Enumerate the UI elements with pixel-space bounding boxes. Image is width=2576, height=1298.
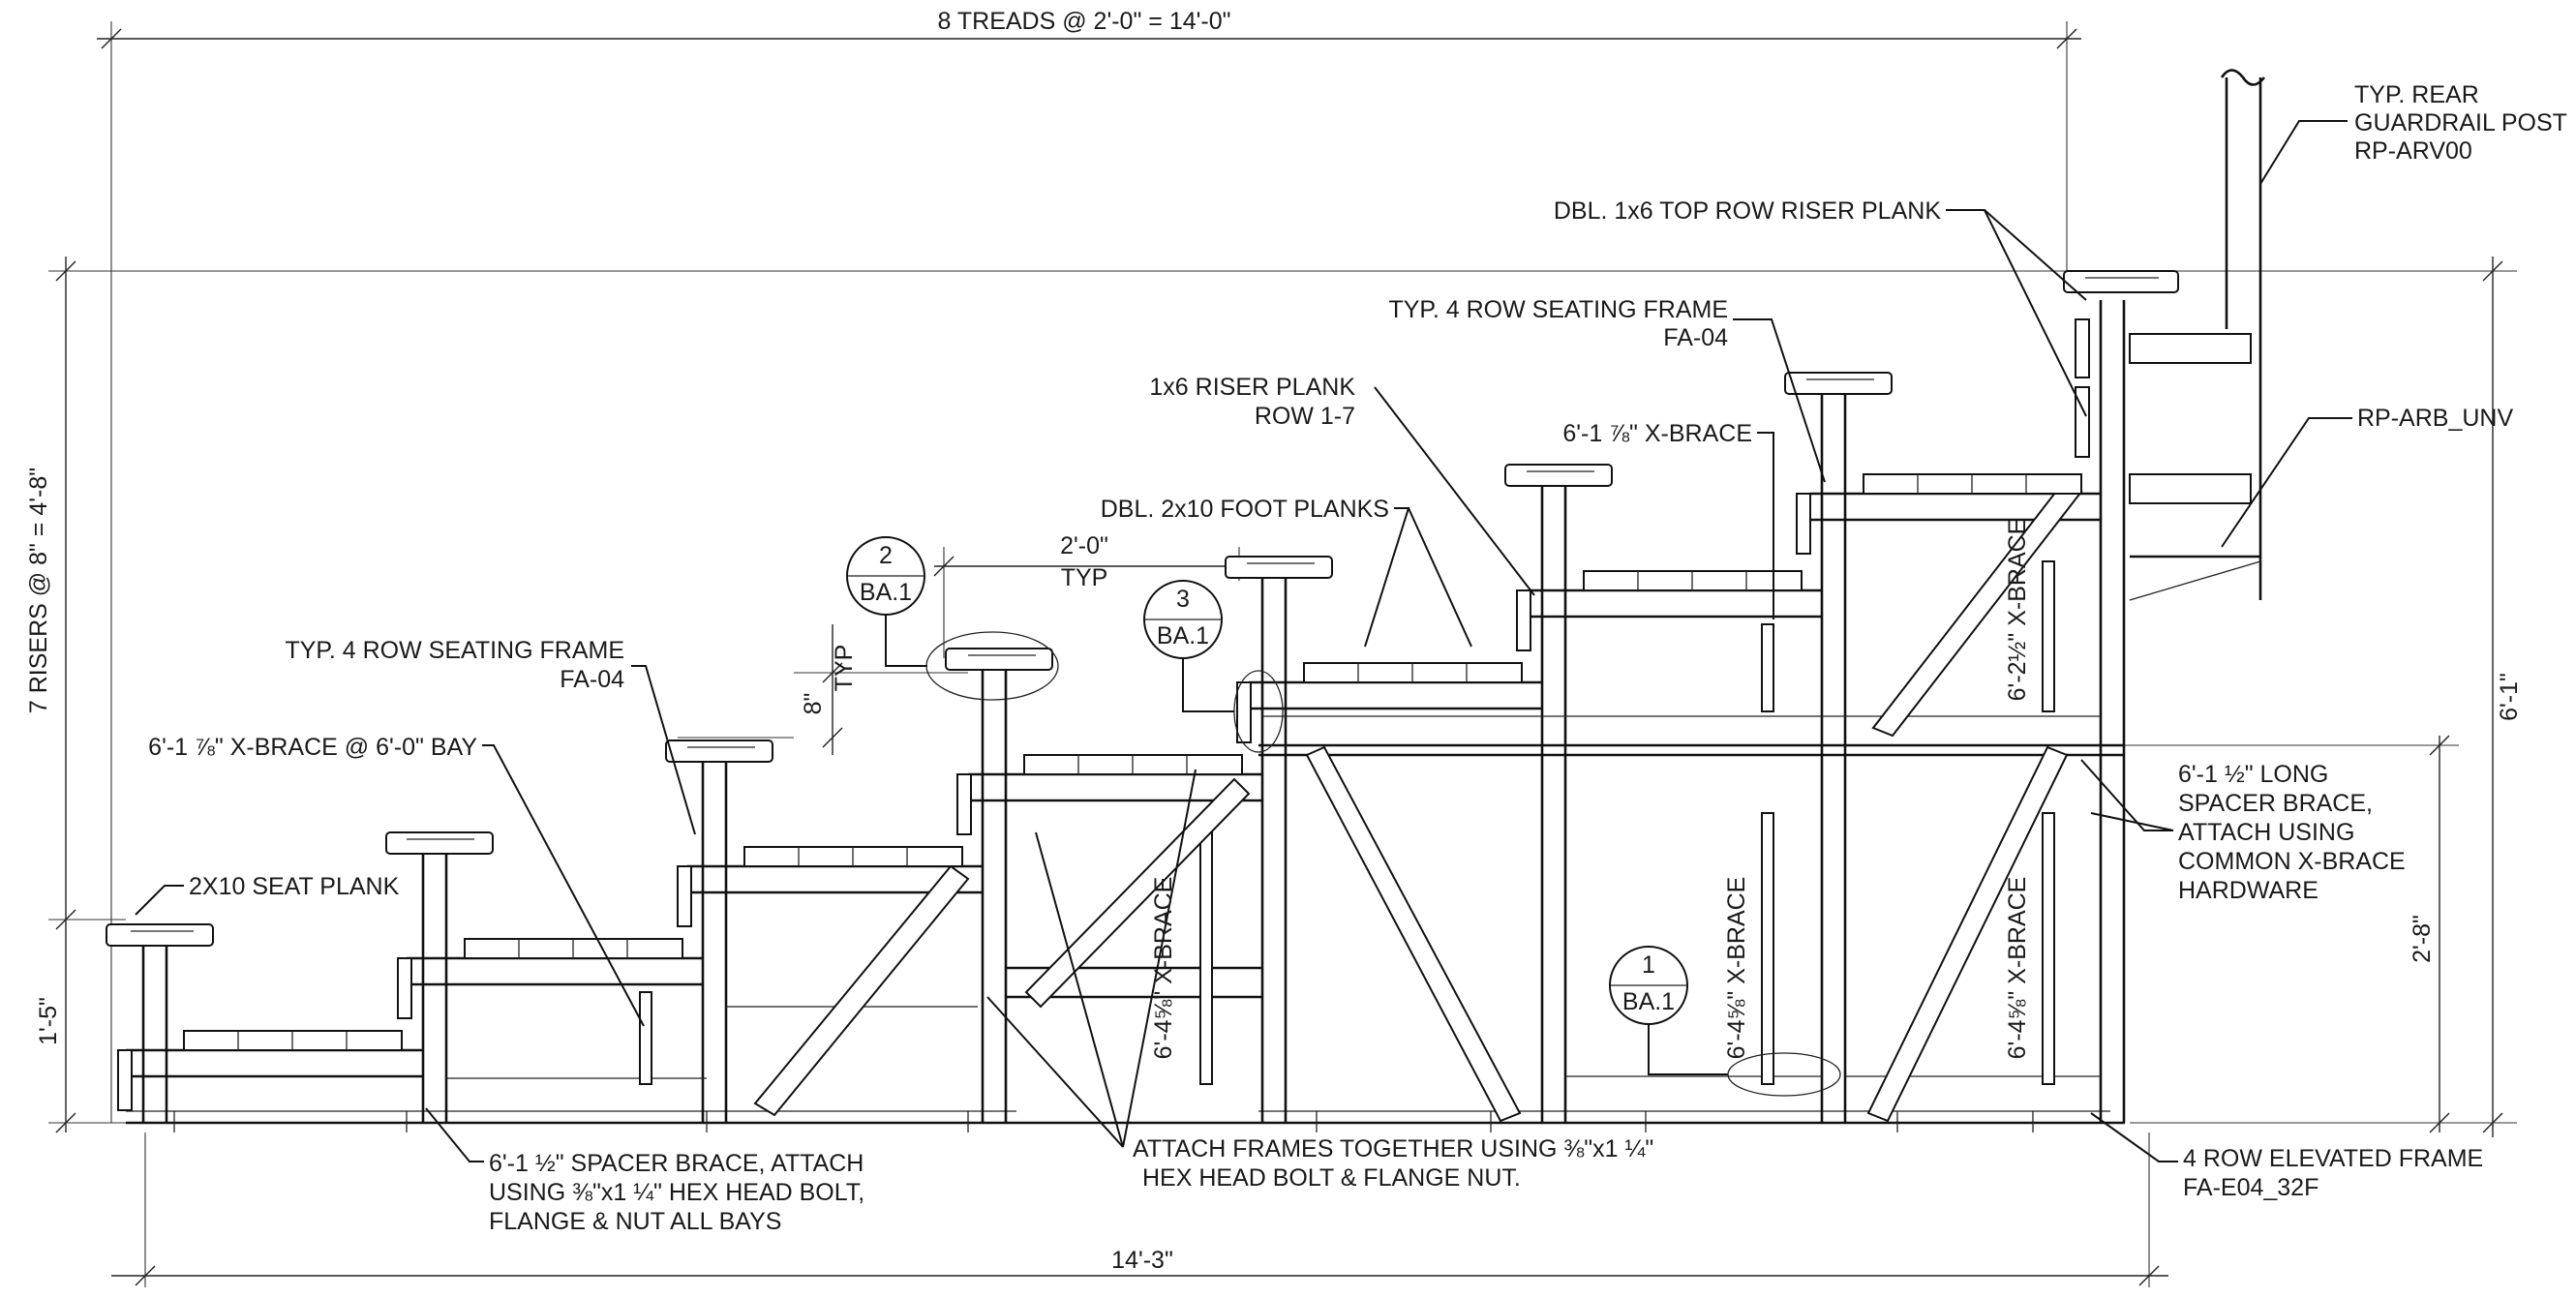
brace-label-right-upper: 6'-2½" X-BRACE: [2004, 519, 2031, 702]
callout-spacer-brace-long: 6'-1 ½" LONG SPACER BRACE, ATTACH USING …: [2178, 761, 2406, 904]
callout-line: ATTACH FRAMES TOGETHER USING ⅜"x1 ¼": [1133, 1135, 1653, 1162]
callout-line: 1x6 RISER PLANK: [1149, 374, 1355, 401]
callout-seating-frame-lower: TYP. 4 ROW SEATING FRAME FA-04: [285, 637, 624, 693]
detail-bubble-sheet: BA.1: [1157, 622, 1209, 649]
callout-line: HEX HEAD BOLT & FLANGE NUT.: [1142, 1164, 1521, 1192]
callout-line: TYP. 4 ROW SEATING FRAME: [285, 637, 624, 664]
callout-elevated-frame: 4 ROW ELEVATED FRAME FA-E04_32F: [2183, 1145, 2483, 1201]
rear-guardrail: [2129, 69, 2266, 601]
callout-line: HARDWARE: [2178, 877, 2318, 904]
detail-bubble-sheet: BA.1: [1622, 988, 1675, 1015]
callout-line: TYP. REAR: [2354, 81, 2479, 108]
callout-line: RP-ARV00: [2354, 137, 2472, 165]
callout-rear-post: TYP. REAR GUARDRAIL POST RP-ARV00: [2354, 81, 2567, 165]
callout-line: GUARDRAIL POST: [2354, 109, 2567, 136]
dim-risers: 7 RISERS @ 8" = 4'-8": [25, 468, 52, 713]
seat-planks: [106, 270, 2179, 947]
callout-line: 6'-1 ½" LONG: [2178, 761, 2328, 788]
detail-bubble-1[interactable]: 1 BA.1: [1609, 946, 1841, 1097]
callout-spacer-brace-bottom: 6'-1 ½" SPACER BRACE, ATTACH USING ⅜"x1 …: [489, 1150, 864, 1235]
callout-seating-frame-upper: TYP. 4 ROW SEATING FRAME FA-04: [1388, 296, 1728, 351]
leader-lines: [135, 120, 2352, 1162]
dim-tread-typ: TYP: [1061, 564, 1108, 591]
callout-foot-planks: DBL. 2x10 FOOT PLANKS: [1101, 496, 1389, 523]
riser-planks: [117, 318, 2090, 1111]
detail-bubble-number: 1: [1642, 951, 1655, 979]
callout-line: ROW 1-7: [1255, 403, 1355, 430]
callout-attach-frames: ATTACH FRAMES TOGETHER USING ⅜"x1 ¼" HEX…: [1133, 1135, 1653, 1192]
callout-line: COMMON X-BRACE: [2178, 848, 2406, 875]
x-braces: [753, 482, 2083, 1123]
dim-frame-height: 2'-8": [2409, 915, 2436, 963]
callout-line: FA-04: [1663, 324, 1728, 351]
callout-seat-plank: 2X10 SEAT PLANK: [189, 873, 400, 900]
callout-line: FA-04: [560, 666, 624, 693]
detail-bubble-3[interactable]: 3 BA.1: [1143, 580, 1284, 753]
brace-label-left-lower: 6'-4⅝" X-BRACE: [1150, 877, 1177, 1060]
callout-line: USING ⅜"x1 ¼" HEX HEAD BOLT,: [489, 1179, 864, 1206]
callout-top-riser: DBL. 1x6 TOP ROW RISER PLANK: [1554, 197, 1941, 225]
callout-xbrace-upper: 6'-1 ⅞" X-BRACE: [1562, 420, 1752, 447]
brace-label-middle-lower: 6'-4⅝" X-BRACE: [1723, 877, 1750, 1060]
dim-overall-height: 6'-1": [2496, 673, 2523, 721]
dim-top-treads: 8 TREADS @ 2'-0" = 14'-0": [937, 8, 1230, 35]
seating-frame-structure: [126, 300, 2126, 1123]
callout-line: TYP. 4 ROW SEATING FRAME: [1388, 296, 1728, 323]
detail-bubble-number: 3: [1176, 586, 1190, 613]
callout-riser-plank: 1x6 RISER PLANK ROW 1-7: [1149, 374, 1355, 430]
detail-bubble-sheet: BA.1: [860, 579, 912, 606]
dimension-lines: [48, 21, 2517, 1287]
dim-bottom-length: 14'-3": [1111, 1247, 1173, 1274]
callout-rp-arb: RP-ARB_UNV: [2357, 405, 2513, 432]
dim-riser-typ: TYP: [831, 645, 858, 692]
callout-line: FA-E04_32F: [2183, 1174, 2318, 1201]
dim-left-height: 1'-5": [35, 997, 62, 1045]
detail-bubble-number: 2: [879, 542, 893, 569]
callout-xbrace-bay: 6'-1 ⅞" X-BRACE @ 6'-0" BAY: [148, 734, 477, 761]
callout-line: 6'-1 ½" SPACER BRACE, ATTACH: [489, 1150, 864, 1177]
foot-planks: [183, 473, 2082, 1051]
callout-line: ATTACH USING: [2178, 819, 2354, 846]
dim-tread-depth: 2'-0": [1060, 532, 1108, 559]
brace-label-right-lower: 6'-4⅝" X-BRACE: [2004, 877, 2031, 1060]
detail-bubble-2[interactable]: 2 BA.1: [846, 536, 1059, 701]
callout-line: SPACER BRACE,: [2178, 790, 2373, 817]
base-lines: [126, 1110, 2125, 1132]
dim-riser-height: 8": [800, 693, 827, 715]
callout-line: 4 ROW ELEVATED FRAME: [2183, 1145, 2483, 1172]
callout-line: FLANGE & NUT ALL BAYS: [489, 1208, 781, 1235]
